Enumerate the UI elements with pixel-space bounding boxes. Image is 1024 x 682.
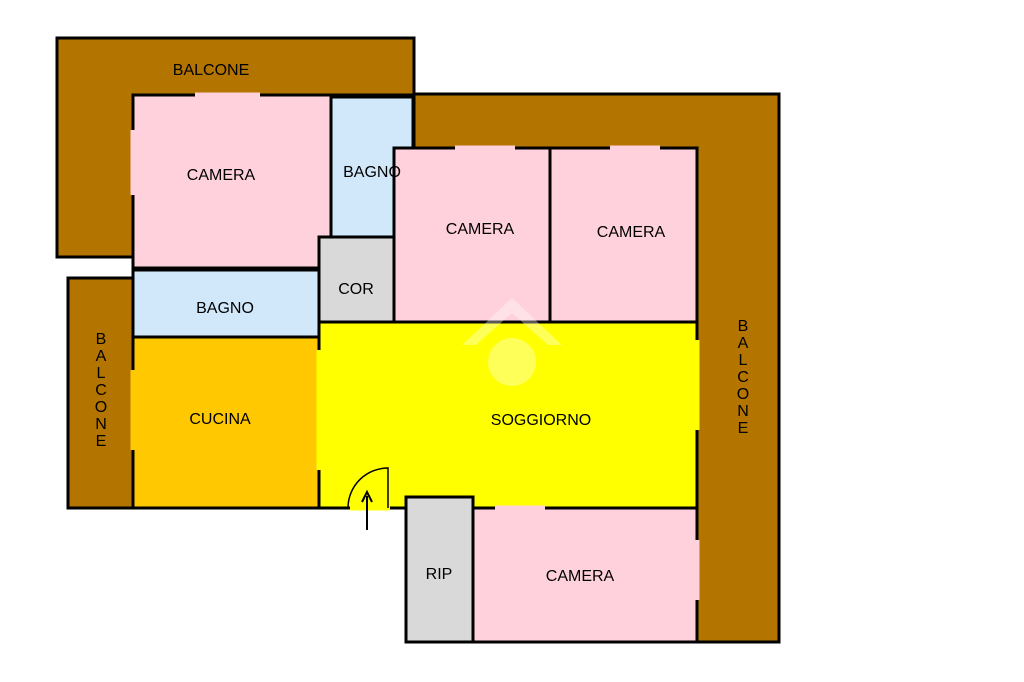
balcone-left-letter: C — [95, 382, 107, 399]
balcone-left-letter: O — [95, 399, 107, 416]
balcone-right-letter: N — [737, 403, 749, 420]
openings — [130, 92, 700, 600]
balcone-left-letter: E — [96, 433, 107, 450]
balcone-left-letter: N — [95, 416, 107, 433]
watermark-logo — [462, 298, 562, 386]
corridor-room — [317, 235, 396, 339]
balcone-top-label: BALCONE — [173, 62, 249, 79]
soggiorno-label: SOGGIORNO — [491, 412, 591, 429]
soggiorno-room — [317, 320, 699, 510]
entrance-arrow-icon — [361, 489, 373, 503]
bagno-top-label: BAGNO — [343, 164, 401, 181]
ripostiglio-room — [404, 495, 475, 644]
bagno-left-label: BAGNO — [196, 300, 254, 317]
balcone-right-letter: L — [739, 352, 748, 369]
rip-label: RIP — [426, 566, 453, 583]
cucina-room — [131, 335, 321, 510]
camera-bottom-label: CAMERA — [546, 568, 615, 585]
balcone-right-letter: E — [738, 420, 749, 437]
entrance-door-swing — [347, 467, 389, 509]
camera-right-room — [548, 146, 699, 324]
balcone-left-letter: L — [97, 365, 106, 382]
camera-top-left-label: CAMERA — [187, 167, 256, 184]
balcone-left-label: B A L C O N E — [95, 331, 107, 450]
camera-mid-label: CAMERA — [446, 221, 515, 238]
camera-right-label: CAMERA — [597, 224, 666, 241]
balcone-right-letter: C — [737, 369, 749, 386]
cucina-label: CUCINA — [189, 411, 251, 428]
balcone-left-letter: A — [96, 348, 107, 365]
balcone-right-letter: B — [738, 318, 749, 335]
balcone-right-letter: A — [738, 335, 749, 352]
balcone-right-letter: O — [737, 386, 749, 403]
balcone-left-letter: B — [96, 331, 107, 348]
balcone-right-label: B A L C O N E — [737, 318, 749, 437]
balcony-left-shape — [66, 276, 135, 510]
cor-label: COR — [338, 281, 374, 298]
